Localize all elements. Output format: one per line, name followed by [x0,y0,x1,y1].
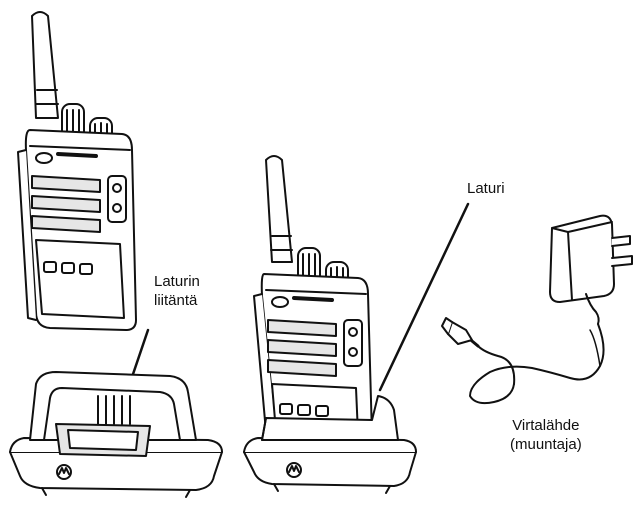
label-charger-connector-line2: liitäntä [154,292,198,309]
label-power-supply-line1: Virtalähde [512,417,580,434]
charging-cradle-left-illustration [9,371,223,498]
label-power-supply: Virtalähde (muuntaja) [510,416,582,454]
charging-cradle-right-illustration [243,395,417,494]
label-charger: Laturi [467,179,505,198]
radio-left-illustration [17,11,137,331]
label-charger-text: Laturi [467,180,505,197]
label-charger-connector: Laturin liitäntä [154,272,200,310]
label-charger-connector-line1: Laturin [154,273,200,290]
label-power-supply-line2: (muuntaja) [510,436,582,453]
radio-in-cradle-illustration [253,155,373,437]
leader-line-charger [378,202,470,392]
power-adapter-illustration [441,214,633,405]
